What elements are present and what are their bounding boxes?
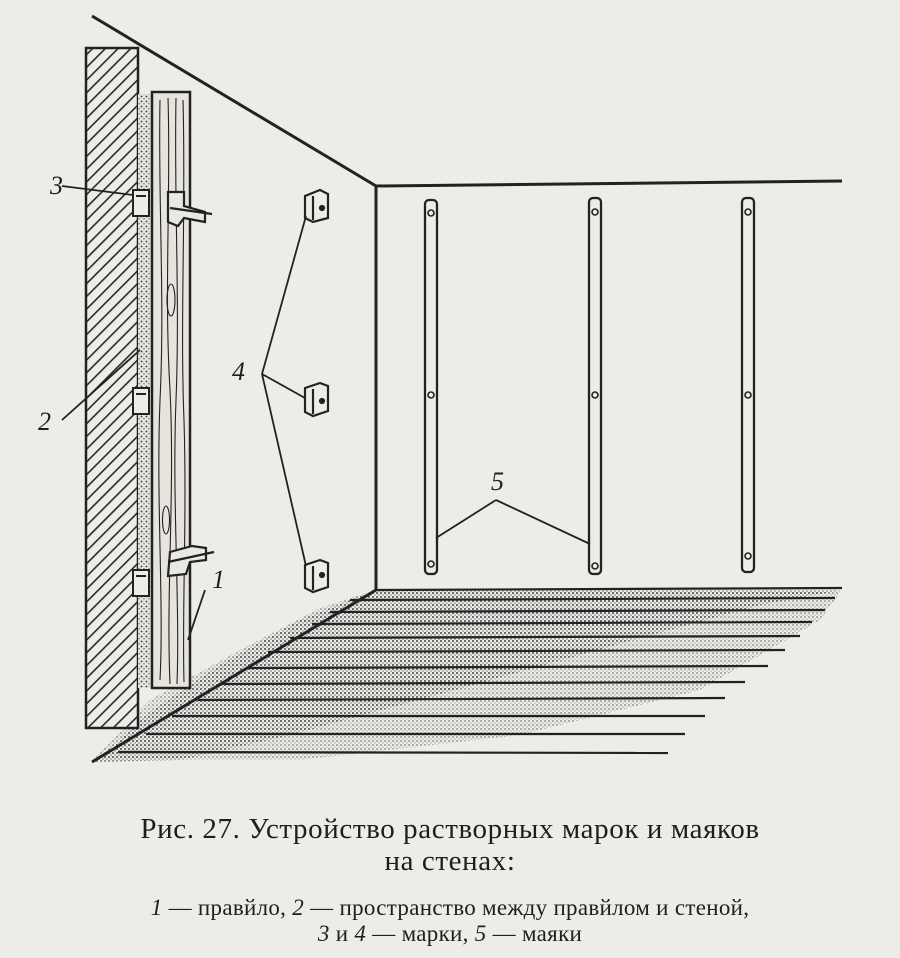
beacon-screws <box>427 208 752 570</box>
legend-text-2: — пространство между правйлом и стеной, <box>304 895 750 920</box>
legend-text-1: — правйло, <box>162 895 293 920</box>
beacon-right <box>740 196 756 574</box>
callout-1: 1 <box>212 565 225 594</box>
wall-marks <box>303 188 330 594</box>
callout-3: 3 <box>49 171 63 200</box>
leader-lines <box>61 185 591 641</box>
beacon-left <box>423 198 439 576</box>
callout-5: 5 <box>491 467 504 496</box>
rule-marks <box>132 189 150 597</box>
caption-title-line1: Рис. 27. Устройство растворных марок и м… <box>140 813 760 845</box>
legend-text-4: — марки, <box>366 921 475 946</box>
callout-2: 2 <box>38 407 51 436</box>
caption-title-line2: на стенах: <box>384 845 516 877</box>
legend-text-3: и <box>329 921 355 946</box>
room-outline <box>91 14 843 590</box>
wall-section <box>84 46 140 730</box>
floor <box>91 588 842 764</box>
legend-num-5: 5 <box>474 921 487 946</box>
legend-num-2: 2 <box>292 895 305 920</box>
wooden-rule <box>150 90 192 690</box>
legend-text-5: — маяки <box>486 921 583 946</box>
caption-legend-line1: 1 — правйло, 2 — пространство между прав… <box>0 896 900 920</box>
legend-num-1: 1 <box>150 895 163 920</box>
legend-num-4: 4 <box>354 921 367 946</box>
callout-4: 4 <box>232 357 245 386</box>
beacon-middle <box>587 196 603 576</box>
wall-diagram: 3 2 1 4 5 <box>38 14 843 764</box>
legend-num-3: 3 <box>317 921 330 946</box>
caption-legend-line2: 3 и 4 — марки, 5 — маяки <box>0 922 900 946</box>
beacons <box>423 196 756 576</box>
rule-clamps <box>166 190 215 578</box>
floor-boards <box>117 586 843 755</box>
